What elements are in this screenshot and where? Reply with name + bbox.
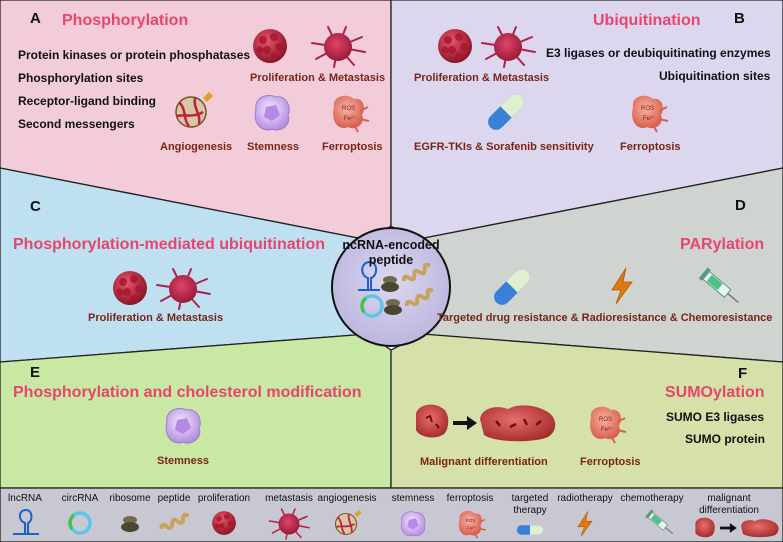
syringe-icon	[698, 267, 739, 304]
malignant-tissue-icon	[741, 519, 779, 538]
ferroptosis-cell-icon: ROS Fe²⁺	[458, 511, 486, 539]
stemness-cell-icon	[254, 95, 290, 131]
legend-lncrna: lncRNA	[8, 493, 42, 504]
panel-b-egfr-label: EGFR-TKIs & Sorafenib sensitivity	[414, 141, 594, 153]
panel-a-item: Receptor-ligand binding	[18, 94, 156, 108]
panel-c-title: Phosphorylation-mediated ubiquitination	[13, 236, 325, 253]
metastasis-cell-icon	[311, 26, 366, 68]
lightning-icon	[577, 511, 593, 537]
center-title-line2: peptide	[368, 253, 414, 267]
stemness-cell-icon	[165, 408, 201, 444]
panel-a-title: Phosphorylation	[62, 12, 189, 29]
panel-b-item: E3 ligases or deubiquitinating enzymes	[546, 46, 771, 60]
panel-d-letter: D	[735, 197, 746, 214]
panel-c-letter: C	[30, 198, 41, 215]
legend-ribosome: ribosome	[109, 493, 151, 504]
capsule-icon	[516, 525, 544, 535]
fe-text: Fe²⁺	[601, 426, 613, 433]
metastasis-cell-icon	[268, 508, 310, 540]
circrna-icon	[360, 294, 384, 318]
ferroptosis-cell-icon: ROS Fe²⁺	[590, 406, 627, 444]
legend-malignant-line2: differentiation	[699, 505, 759, 516]
ferroptosis-cell-icon: ROS Fe²⁺	[333, 95, 370, 133]
ribosome-icon	[384, 299, 402, 315]
fe-text: Fe²⁺	[344, 115, 356, 122]
peptide-icon	[404, 287, 434, 307]
peptide-icon	[159, 512, 190, 530]
angiogenesis-icon	[334, 510, 362, 536]
ros-text: ROS	[641, 106, 654, 112]
panel-d-title: PARylation	[680, 236, 765, 253]
proliferation-cell-icon	[113, 271, 147, 305]
panel-b-item: Ubiquitination sites	[659, 69, 771, 83]
panel-a-letter: A	[30, 10, 41, 27]
malignant-tissue-icon	[695, 517, 715, 538]
panel-b-ferro-label: Ferroptosis	[620, 141, 681, 153]
ros-text: ROS	[599, 417, 612, 423]
capsule-icon	[488, 94, 524, 130]
proliferation-cell-icon	[438, 29, 472, 63]
lncrna-icon	[13, 508, 39, 535]
panel-b-title: Ubiquitination	[593, 12, 701, 29]
panel-a-ferro-label: Ferroptosis	[322, 141, 383, 153]
legend-angiogenesis: angiogenesis	[317, 493, 377, 504]
panel-e-stem-label: Stemness	[157, 455, 209, 467]
legend-ferroptosis: ferroptosis	[446, 493, 494, 504]
ros-text: ROS	[342, 106, 355, 112]
lncrna-icon	[358, 260, 380, 291]
arrow-icon	[453, 416, 477, 430]
metastasis-cell-icon	[481, 26, 536, 68]
panel-f-title: SUMOylation	[665, 384, 765, 401]
legend-circrna: circRNA	[61, 493, 99, 504]
legend-malignant-line1: malignant	[707, 493, 751, 504]
fe-text: Fe²⁺	[643, 115, 655, 122]
panel-a-prolif-label: Proliferation & Metastasis	[250, 72, 386, 84]
panel-e-title: Phosphorylation and cholesterol modifica…	[13, 384, 362, 401]
angiogenesis-icon	[175, 92, 213, 128]
legend-peptide: peptide	[157, 493, 191, 504]
panel-a-angio-label: Angiogenesis	[160, 141, 233, 153]
legend-targeted-line1: targeted	[511, 493, 549, 504]
legend-stemness: stemness	[391, 493, 435, 504]
panel-b-letter: B	[734, 10, 745, 27]
proliferation-cell-icon	[253, 29, 287, 63]
ribosome-icon	[121, 516, 139, 532]
panel-d-resist-label: Targeted drug resistance & Radioresistan…	[437, 312, 773, 324]
center-title-line1: ncRNA-encoded	[342, 238, 440, 252]
ferroptosis-cell-icon: ROS Fe²⁺	[632, 95, 669, 133]
panel-e-letter: E	[30, 364, 41, 381]
capsule-icon	[494, 269, 530, 305]
peptide-icon	[401, 262, 431, 282]
panel-a-item: Second messengers	[18, 117, 135, 131]
legend-chemotherapy: chemotherapy	[620, 493, 684, 504]
panel-b-prolif-label: Proliferation & Metastasis	[414, 72, 550, 84]
ribosome-icon	[381, 276, 399, 292]
panel-a-item: Phosphorylation sites	[18, 71, 144, 85]
panel-c-prolif-label: Proliferation & Metastasis	[88, 312, 224, 324]
panel-f-letter: F	[738, 365, 748, 382]
panel-a-stem-label: Stemness	[247, 141, 299, 153]
legend-radiotherapy: radiotherapy	[557, 493, 613, 504]
ros-text: ROS	[466, 518, 476, 523]
syringe-icon	[645, 509, 674, 535]
metastasis-cell-icon	[156, 268, 211, 310]
malignant-tissue-icon	[416, 404, 449, 438]
legend-metastasis: metastasis	[265, 493, 313, 504]
panel-f-malig-label: Malignant differentiation	[420, 456, 548, 468]
panel-f-item: SUMO protein	[685, 432, 765, 446]
panel-a-item: Protein kinases or protein phosphatases	[18, 48, 251, 62]
lightning-icon	[611, 267, 633, 305]
legend-targeted-line2: therapy	[513, 505, 547, 516]
panel-f-item: SUMO E3 ligases	[666, 410, 765, 424]
circrna-icon	[68, 511, 92, 535]
malignant-tissue-icon	[480, 405, 556, 442]
fe-text: Fe²⁺	[467, 525, 477, 530]
panel-f-ferro-label: Ferroptosis	[580, 456, 641, 468]
arrow-icon	[720, 523, 737, 533]
stemness-cell-icon	[400, 511, 426, 537]
proliferation-cell-icon	[212, 511, 236, 535]
legend-proliferation: proliferation	[197, 493, 251, 504]
